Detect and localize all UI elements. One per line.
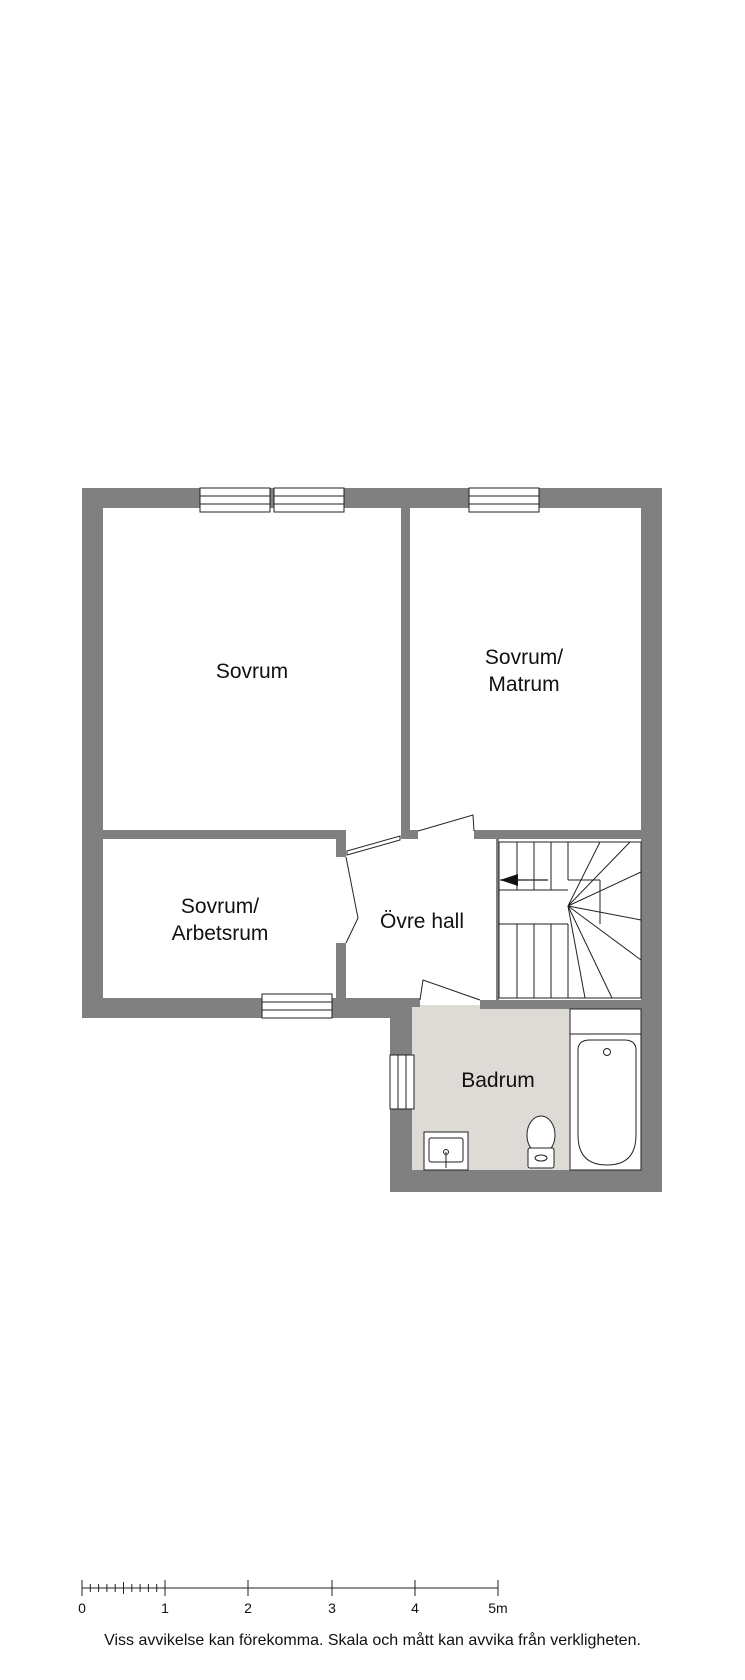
window-sovrum-1 (199, 487, 271, 513)
window-arbetsrum (261, 993, 333, 1019)
sink (423, 1131, 469, 1171)
scale-label-5m: 5m (488, 1600, 507, 1616)
room-label-sovrum: Sovrum (216, 660, 288, 683)
doors (345, 814, 481, 1001)
windows (199, 487, 540, 1110)
room-label-sovrum-matrum-1: Sovrum/ (485, 646, 563, 669)
scale-label-0: 0 (78, 1600, 86, 1616)
room-label-sovrum-matrum-2: Matrum (488, 673, 559, 696)
stairs (498, 841, 642, 999)
room-label-ovre-hall: Övre hall (380, 910, 464, 933)
stair-arrow-icon (500, 874, 518, 886)
scale-label-1: 1 (161, 1600, 169, 1616)
scale-label-2: 2 (244, 1600, 252, 1616)
disclaimer-text: Viss avvikelse kan förekomma. Skala och … (104, 1632, 641, 1649)
window-sovrum-2 (273, 487, 345, 513)
room-label-sovrum-arbetsrum-1: Sovrum/ (181, 895, 259, 918)
room-label-badrum: Badrum (461, 1069, 535, 1092)
bathtub (569, 1008, 642, 1171)
window-badrum (389, 1054, 415, 1110)
toilet (526, 1115, 556, 1169)
room-label-sovrum-arbetsrum-2: Arbetsrum (172, 922, 269, 945)
scale-label-3: 3 (328, 1600, 336, 1616)
scale-bar (81, 1580, 499, 1596)
window-matrum (468, 487, 540, 513)
scale-label-4: 4 (411, 1600, 419, 1616)
